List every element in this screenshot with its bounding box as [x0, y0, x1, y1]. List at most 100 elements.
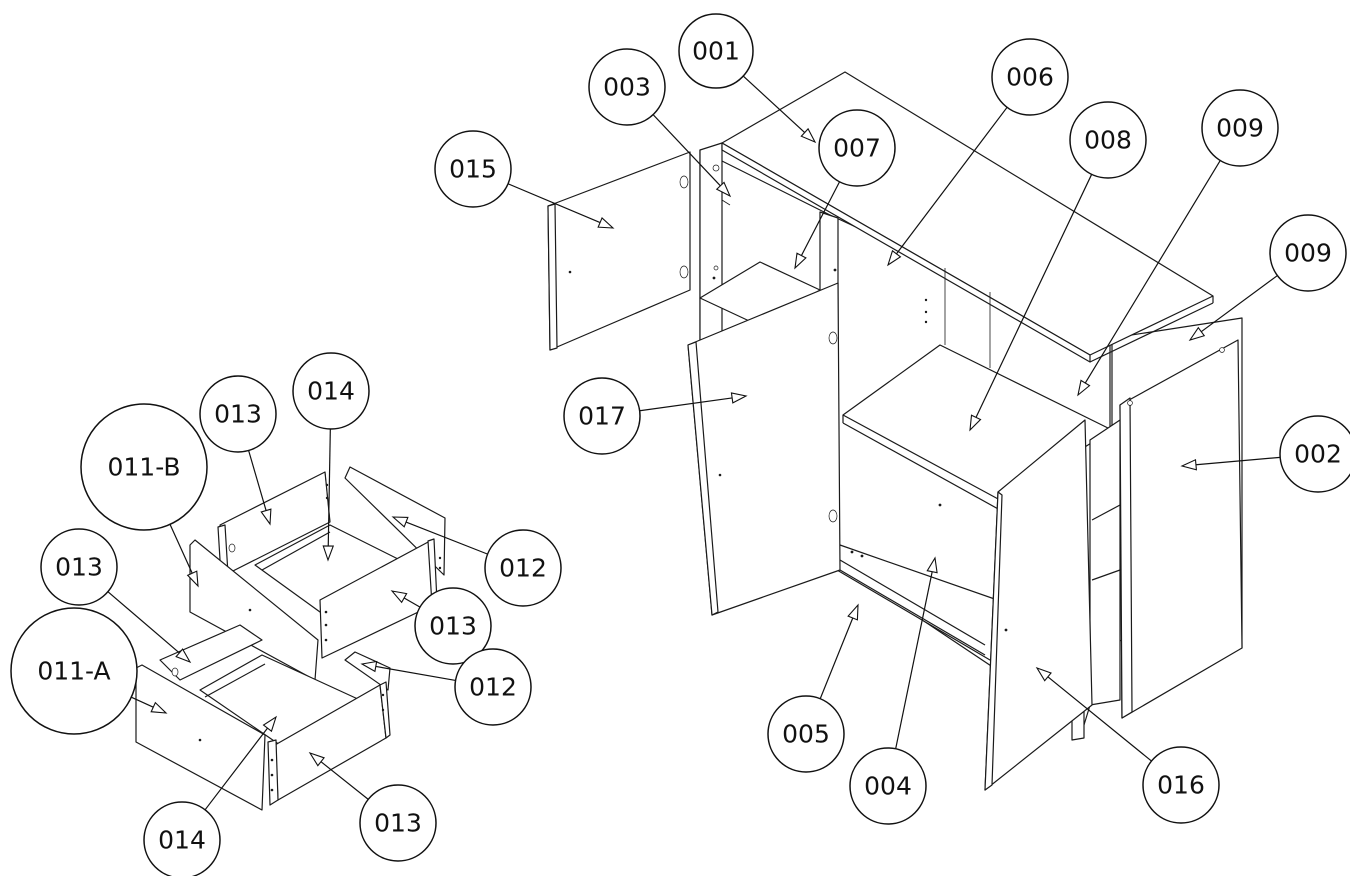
drawer-011-b: [189, 466, 446, 681]
callout-label: 009: [1284, 239, 1332, 268]
drawer-b-front-011b: [189, 539, 319, 681]
leader-line: [405, 521, 488, 555]
callout-label: 009: [1216, 114, 1264, 143]
callout-c014a: 014: [292, 352, 370, 562]
leader-line: [1047, 676, 1152, 762]
callout-c009b: 009: [1188, 214, 1347, 341]
callout-c013a: 013: [199, 375, 277, 526]
callout-bubble: [588, 48, 666, 126]
callout-c013b: 013: [40, 528, 192, 664]
leader-line: [1200, 275, 1278, 333]
door-015: [547, 151, 691, 351]
arrowhead: [597, 217, 615, 229]
arrowhead: [391, 516, 409, 528]
arrowhead: [794, 252, 807, 270]
callout-c008: 008: [969, 101, 1147, 432]
callout-bubble: [199, 375, 277, 453]
leader-line: [375, 665, 456, 682]
arrowhead: [360, 660, 378, 673]
callout-bubble: [292, 352, 370, 430]
drawer-011-a: [135, 624, 391, 811]
panel-009-divider: [1089, 419, 1121, 706]
callout-bubble: [991, 38, 1069, 116]
callout-label: 013: [55, 553, 103, 582]
callout-bubble: [1201, 89, 1279, 167]
callout-label: 014: [158, 826, 206, 855]
callout-label: 004: [864, 772, 912, 801]
arrowhead: [1180, 458, 1198, 471]
callout-label: 002: [1294, 440, 1342, 469]
callout-bubble: [434, 130, 512, 208]
leader-line: [639, 397, 733, 412]
arrowhead: [260, 508, 272, 526]
callout-bubble: [359, 784, 437, 862]
callout-bubble: [143, 801, 221, 876]
arrowhead: [969, 414, 982, 432]
arrowhead: [322, 545, 335, 562]
leader-line: [895, 106, 1008, 255]
arrowhead: [1077, 379, 1091, 397]
callout-c002: 002: [1180, 415, 1350, 493]
callout-label: 011-B: [108, 453, 181, 482]
arrowhead: [262, 715, 277, 733]
leader-line: [507, 183, 601, 224]
leader-line: [327, 428, 331, 547]
leader-line: [800, 181, 841, 256]
callout-label: 016: [1157, 771, 1205, 800]
callout-label: 013: [429, 612, 477, 641]
callout-c011b: 011-B: [80, 403, 208, 588]
callout-label: 012: [499, 554, 547, 583]
callout-bubble: [678, 13, 754, 89]
leader-line: [819, 617, 854, 699]
leader-line: [652, 114, 721, 187]
callout-label: 006: [1006, 63, 1054, 92]
callout-c015: 015: [434, 130, 615, 229]
callout-c006: 006: [887, 38, 1069, 267]
callout-c007: 007: [794, 109, 896, 270]
arrowhead: [186, 570, 199, 588]
callout-bubble: [414, 587, 492, 665]
callout-bubble: [1069, 101, 1147, 179]
leader-line: [742, 75, 806, 133]
door-002: [1119, 339, 1243, 719]
callout-label: 003: [603, 73, 651, 102]
arrowhead: [175, 648, 192, 664]
cabinet-assembly: [547, 71, 1243, 791]
callout-label: 001: [692, 37, 740, 66]
callout-label: 005: [782, 720, 830, 749]
leader-line: [248, 450, 267, 511]
callout-label: 011-A: [37, 657, 110, 686]
callout-c011a: 011-A: [10, 607, 168, 735]
callout-bubble: [1269, 214, 1347, 292]
leader-line: [169, 524, 193, 574]
callout-label: 008: [1084, 126, 1132, 155]
callout-bubble: [484, 529, 562, 607]
leader-line: [975, 174, 1093, 418]
callout-bubble: [849, 747, 927, 825]
arrowhead: [390, 590, 408, 604]
callout-bubble: [454, 648, 532, 726]
callout-c017: 017: [563, 377, 748, 455]
leader-line: [403, 597, 421, 608]
callout-layer: 001 002 003 004 005 006 007 008 009 009 015 016 017 0…: [10, 13, 1350, 876]
leader-line: [204, 727, 268, 811]
arrowhead: [926, 556, 938, 574]
callout-c012b: 012: [360, 648, 532, 726]
arrowhead: [150, 701, 168, 714]
arrowhead: [730, 392, 748, 404]
callout-c004: 004: [849, 556, 938, 825]
arrowhead: [1035, 666, 1052, 682]
callout-c003: 003: [588, 48, 732, 198]
callout-c005: 005: [767, 603, 859, 773]
callout-c001: 001: [678, 13, 817, 144]
arrowhead: [308, 751, 325, 767]
callout-bubble: [1279, 415, 1350, 493]
arrowhead: [1188, 326, 1206, 341]
callout-bubble: [10, 607, 138, 735]
leader-line: [320, 761, 369, 800]
callout-c016: 016: [1035, 666, 1220, 824]
callout-label: 007: [833, 134, 881, 163]
callout-c013d: 013: [308, 751, 437, 862]
leader-line: [895, 571, 933, 749]
